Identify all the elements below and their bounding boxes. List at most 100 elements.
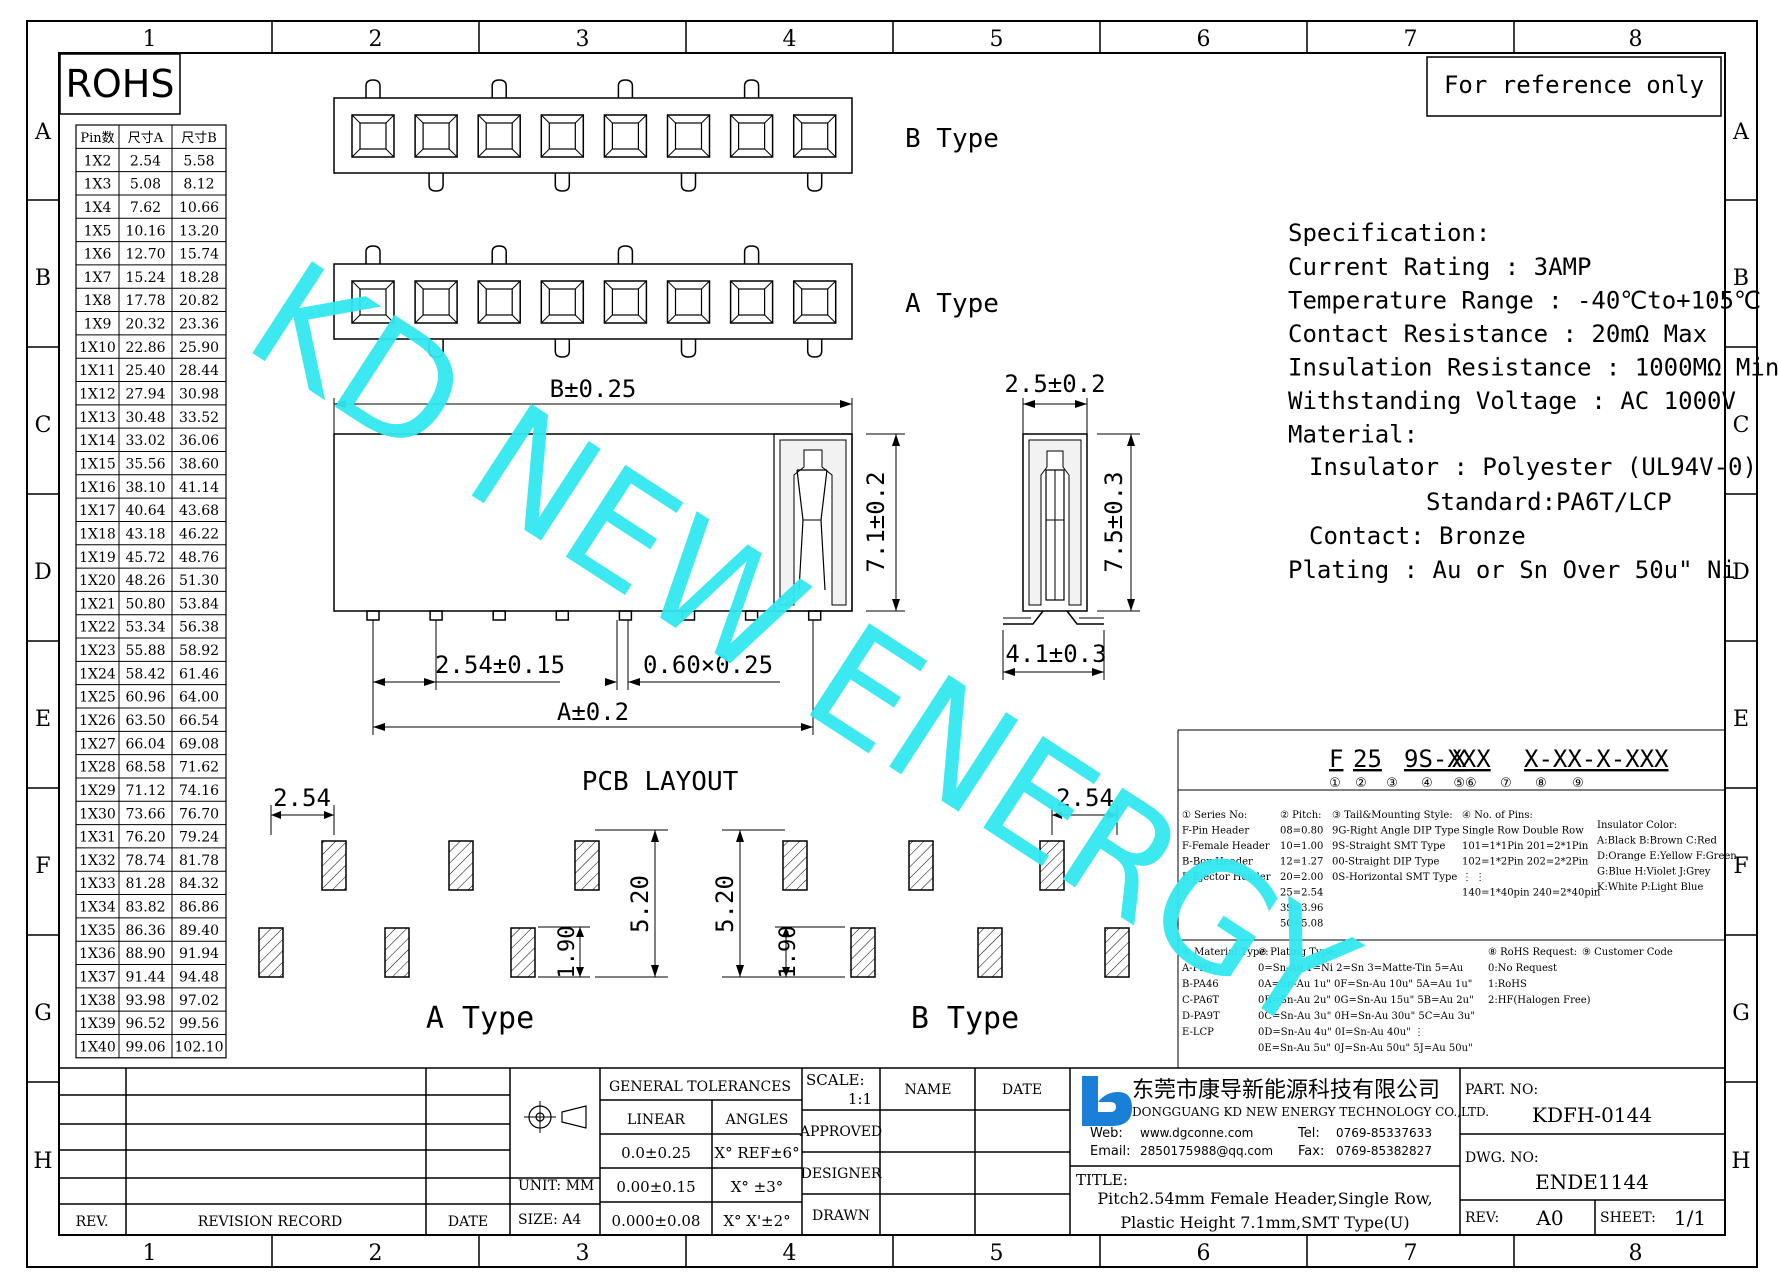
pin-table-cell: 81.78 (179, 853, 219, 869)
pin-table-cell: 23.36 (179, 317, 219, 333)
pin-table-cell: 1X5 (84, 223, 112, 239)
pin-table-cell: 88.90 (125, 946, 165, 962)
rohs-box (59, 53, 181, 115)
pin-table-cell: 84.32 (179, 876, 219, 892)
pin-table-cell: 96.52 (125, 1016, 165, 1032)
tol-angles: X° REF±6° (714, 1144, 799, 1162)
pin-table-cell: 1X25 (79, 690, 116, 706)
pin-table-cell: 99.56 (179, 1016, 219, 1032)
pin-table-cell: 61.46 (179, 666, 219, 682)
designer-label: DESIGNER (801, 1166, 882, 1182)
pin-table-cell: 93.98 (125, 993, 165, 1009)
pin-table-cell: 64.00 (179, 690, 219, 706)
pin-table-cell: 66.54 (179, 713, 219, 729)
name-column-label: NAME (905, 1082, 952, 1098)
part-code-legend-line: 20=2.00 (1280, 872, 1323, 883)
part-code-legend-line: ⑦ Plating Type: (1258, 947, 1337, 958)
part-code-legend-line: 08=0.80 (1280, 826, 1323, 837)
rev-column-label: REV. (76, 1214, 109, 1230)
frame-row-label: A (1732, 120, 1750, 145)
part-code-legend-line: 0=Sn-Au 1=Ni 2=Sn 3=Matte-Tin 5=Au (1258, 963, 1464, 974)
pin-table-cell: 33.52 (179, 410, 219, 426)
pin-table-cell: 1X4 (84, 200, 112, 216)
pin-table-cell: 30.48 (125, 410, 165, 426)
tol-angles: X° X'±2° (723, 1212, 790, 1230)
company-name-cn: 东莞市康导新能源科技有限公司 (1132, 1078, 1440, 1103)
tol-linear: 0.00±0.15 (616, 1178, 695, 1196)
part-code-box (1177, 729, 1725, 1068)
web-label: Web: (1090, 1126, 1123, 1141)
part-code-legend-line: A:Black B:Brown C:Red (1596, 836, 1717, 847)
pin-table-cell: 1X35 (79, 923, 116, 939)
pin-table-cell: 68.58 (125, 760, 165, 776)
pin-table-cell: 1X39 (79, 1016, 116, 1032)
frame-row-label: C (1733, 413, 1750, 438)
part-code-legend-line: A-PBT (1181, 963, 1214, 974)
part-code-segment: F (1329, 745, 1343, 773)
pin-table-header: Pin数 (80, 131, 114, 146)
pin-table-cell: 48.76 (179, 550, 219, 566)
linear-label: LINEAR (627, 1112, 685, 1128)
frame-row-label: E (35, 707, 51, 732)
frame-row-label: G (34, 1001, 52, 1026)
part-code-segment: 25 (1353, 745, 1382, 773)
pin-table-cell: 81.28 (125, 876, 165, 892)
part-code-legend-line: 101=1*1Pin 201=2*1Pin (1462, 841, 1589, 852)
pin-table-cell: 86.36 (125, 923, 165, 939)
pcb-pitch-right: 2.54 (1056, 784, 1114, 812)
frame-col-label: 2 (369, 1241, 383, 1266)
pcb-b-type-label: B Type (911, 1001, 1019, 1036)
spec-contact: Contact: Bronze (1309, 522, 1526, 550)
pin-table-cell: 1X8 (84, 293, 112, 309)
pin-table-cell: 40.64 (125, 503, 165, 519)
frame-row-label: B (1733, 266, 1749, 291)
dim-height-front-label: 7.1±0.2 (862, 471, 890, 572)
part-code-legend-line: 0E=Sn-Au 5u" 0J=Sn-Au 50u" 5J=Au 50u" (1258, 1043, 1473, 1054)
frame-col-label: 8 (1629, 1241, 1643, 1266)
pin-table-cell: 1X10 (79, 340, 116, 356)
pin-table-cell: 20.82 (179, 293, 219, 309)
revision-record-label: REVISION RECORD (198, 1214, 342, 1230)
pcb-row-spacing-left: 5.20 (626, 875, 654, 933)
part-code-legend-line: D:Orange E:Yellow F:Green (1597, 851, 1737, 862)
pin-table-cell: 1X20 (79, 573, 116, 589)
inner-frame (58, 52, 1726, 1236)
part-code-legend-line: E-Ejector Header (1182, 872, 1271, 883)
pin-table-cell: 91.44 (125, 970, 165, 986)
part-code-legend-line: ⑧ RoHS Request: (1488, 947, 1577, 958)
tel-value: 0769-85337633 (1336, 1126, 1432, 1140)
scale-value: 1:1 (848, 1090, 872, 1108)
frame-col-label: 4 (783, 1241, 797, 1266)
frame-row-label: E (1733, 707, 1749, 732)
pin-table-cell: 1X37 (79, 970, 116, 986)
b-type-label: B Type (905, 124, 999, 154)
part-code-legend-line: ② Pitch: (1280, 810, 1322, 821)
side-section-view (1002, 398, 1140, 680)
pin-table-cell: 38.10 (125, 480, 165, 496)
frame-col-label: 6 (1197, 1241, 1211, 1266)
part-code-legend-line: D-PA9T (1182, 1011, 1220, 1022)
pin-table-cell: 35.56 (125, 456, 165, 472)
company-name-en: DONGGUANG KD NEW ENERGY TECHNOLOGY CO.,L… (1132, 1105, 1489, 1119)
part-code-index: ① (1329, 776, 1341, 791)
spec-insulator: Insulator : Polyester (UL94V-0) (1309, 453, 1757, 481)
frame-col-label: 7 (1404, 1241, 1418, 1266)
frame-row-label: F (35, 854, 50, 879)
pin-table-cell: 1X33 (79, 876, 116, 892)
pcb-pad-len-right: 1.90 (776, 926, 801, 979)
fax-value: 0769-85382827 (1336, 1144, 1432, 1158)
pin-table-cell: 1X28 (79, 760, 116, 776)
frame-row-label: D (34, 560, 52, 585)
frame-row-label: C (35, 413, 52, 438)
part-code-legend-line: B-Box Header (1182, 857, 1253, 868)
pin-table-cell: 55.88 (125, 643, 165, 659)
pin-table-cell: 1X6 (84, 247, 112, 263)
spec-line: Withstanding Voltage : AC 1000V (1288, 387, 1736, 415)
pin-table-cell: 25.40 (125, 363, 165, 379)
part-no-value: KDFH-0144 (1532, 1103, 1652, 1127)
sheet-label: SHEET: (1600, 1210, 1656, 1226)
pin-table-cell: 102.10 (175, 1039, 224, 1055)
